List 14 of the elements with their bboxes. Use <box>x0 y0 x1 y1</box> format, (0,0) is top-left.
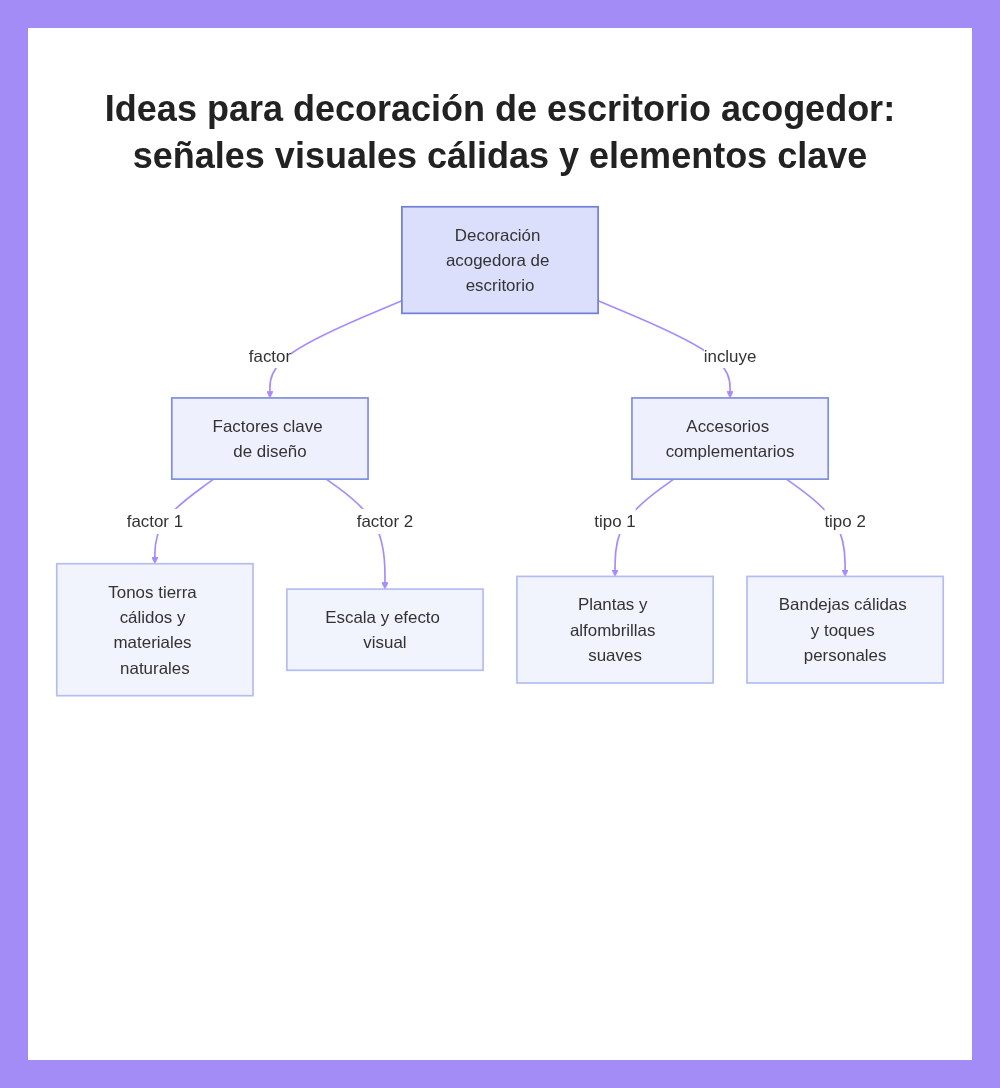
node-box: Plantas y alfombrillas suaves <box>516 575 714 684</box>
node-box: Tonos tierra cálidos y materiales naturales <box>55 562 254 697</box>
edge-label: incluye <box>703 345 757 365</box>
edge-label: tipo 1 <box>594 511 636 531</box>
node-box: Factores clave de diseño <box>170 396 369 480</box>
diagram-title: Ideas para decoración de escritorio acogedor: señales visuales cálidas y elementos clave <box>103 87 897 178</box>
edge-label: factor 2 <box>356 511 414 531</box>
edge-label: factor 1 <box>126 511 184 531</box>
node-box: Bandejas cálidas y toques personales <box>746 575 945 684</box>
node-box: Decoración acogedora de escritorio <box>401 205 599 314</box>
edge-label: factor <box>248 345 292 365</box>
node-box: Accesorios complementarios <box>631 396 830 480</box>
edge-label: tipo 2 <box>824 511 866 531</box>
node-box: Escala y efecto visual <box>286 587 484 671</box>
